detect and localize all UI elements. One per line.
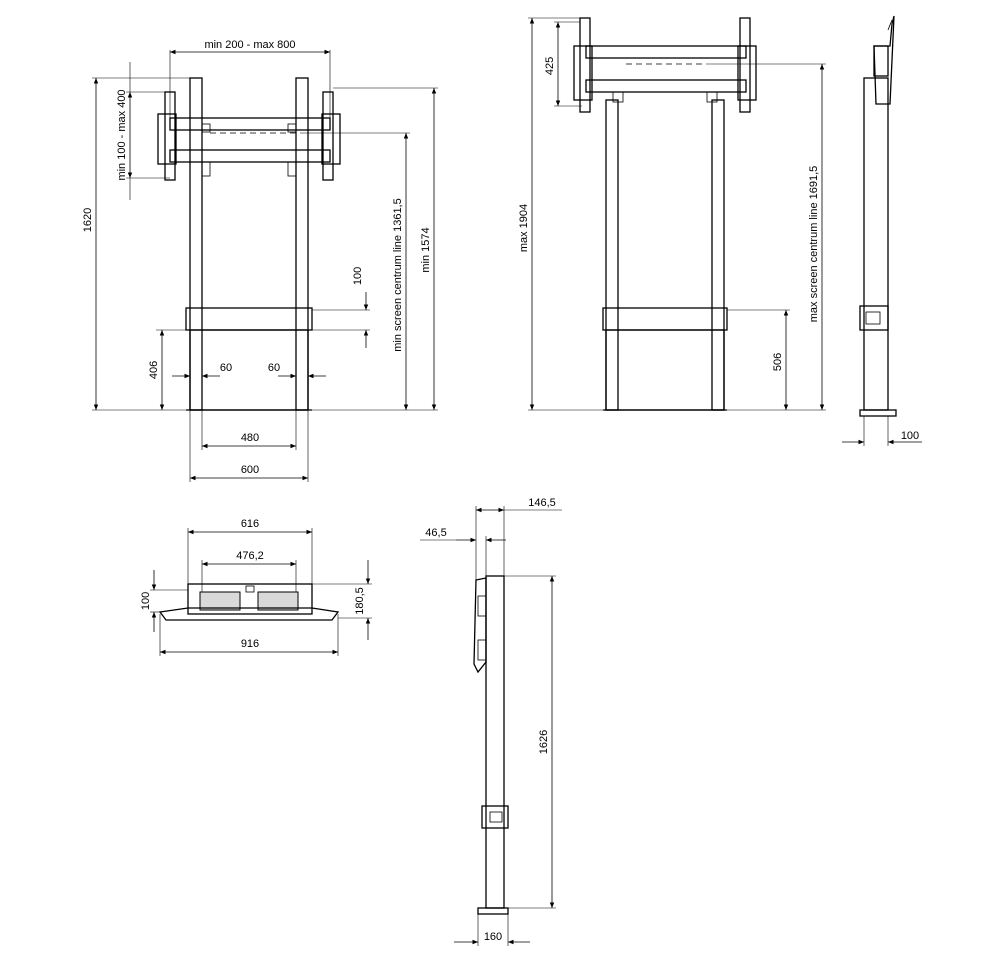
- top-right-grille: [257, 591, 299, 611]
- side2-foot-160: 160: [484, 931, 502, 943]
- rear-view: 425 max 1904 max screen centrum line 169…: [518, 17, 826, 411]
- side-view-2: 146,5 46,5 1626 160: [420, 497, 562, 946]
- top-depth-100: 100: [140, 592, 152, 610]
- rear-offset-506: 506: [772, 353, 784, 371]
- front-offset-406: 406: [148, 361, 160, 379]
- side-foot-depth: 100: [901, 430, 919, 442]
- rear-top-425: 425: [544, 57, 556, 75]
- front-offset-100: 100: [352, 267, 364, 285]
- front-left-vesa-plate: [157, 113, 177, 165]
- rear-right-vesa-plate: [737, 45, 757, 101]
- front-housing: [189, 329, 309, 411]
- side2-clamp: [481, 805, 509, 829]
- front-outer-width: 600: [241, 464, 259, 476]
- front-min-height: min 1574: [420, 227, 432, 272]
- rear-clamp: [602, 307, 728, 331]
- front-right-60: 60: [268, 362, 280, 374]
- front-left-column: [189, 77, 203, 411]
- front-min-screen-centrum: min screen centrum line 1361,5: [392, 198, 404, 351]
- front-inner-width: 480: [241, 432, 259, 444]
- top-depth-180: 180,5: [354, 587, 366, 615]
- front-right-vesa-plate: [321, 113, 341, 165]
- side-clamp: [859, 305, 889, 331]
- top-base-plate: [158, 607, 340, 621]
- top-view: 616 476,2 100 180,5 916: [140, 518, 372, 656]
- top-housing: [187, 583, 313, 615]
- side-foot: [859, 409, 897, 417]
- rear-left-vesa-bar: [579, 17, 591, 113]
- side2-foot: [477, 907, 509, 915]
- side-vesa-bracket: [873, 15, 895, 105]
- front-top-crossbar: [169, 117, 331, 131]
- rear-right-column: [711, 99, 725, 411]
- side2-offset-46: 46,5: [425, 527, 446, 539]
- rear-left-vesa-plate: [573, 45, 593, 101]
- side2-column: [485, 575, 505, 909]
- rear-left-column: [605, 99, 619, 411]
- side2-vesa-bracket: [473, 577, 487, 674]
- side-view: 100: [842, 15, 922, 446]
- rear-top-crossbar: [585, 45, 747, 59]
- top-width-616: 616: [241, 518, 259, 530]
- side-column: [863, 77, 889, 411]
- rear-right-vesa-bar: [739, 17, 751, 113]
- rear-housing: [605, 329, 725, 411]
- front-clamp: [185, 307, 313, 331]
- front-view: min 200 - max 800 min 100 - max 400 1620…: [82, 39, 438, 482]
- top-width-476: 476,2: [236, 550, 264, 562]
- front-bottom-crossbar: [169, 149, 331, 163]
- rear-bottom-crossbar: [585, 79, 747, 93]
- front-left-60: 60: [220, 362, 232, 374]
- rear-max-height: max 1904: [518, 204, 530, 252]
- side2-height-1626: 1626: [538, 730, 550, 754]
- front-total-height: 1620: [82, 208, 94, 232]
- top-left-grille: [199, 591, 241, 611]
- front-width-range: min 200 - max 800: [204, 39, 295, 51]
- top-width-916: 916: [241, 638, 259, 650]
- front-height-range: min 100 - max 400: [116, 89, 128, 180]
- side2-offset-146: 146,5: [528, 497, 556, 509]
- front-right-vesa-bar: [322, 91, 334, 181]
- rear-max-screen-centrum: max screen centrum line 1691,5: [808, 166, 820, 323]
- front-right-column: [295, 77, 309, 411]
